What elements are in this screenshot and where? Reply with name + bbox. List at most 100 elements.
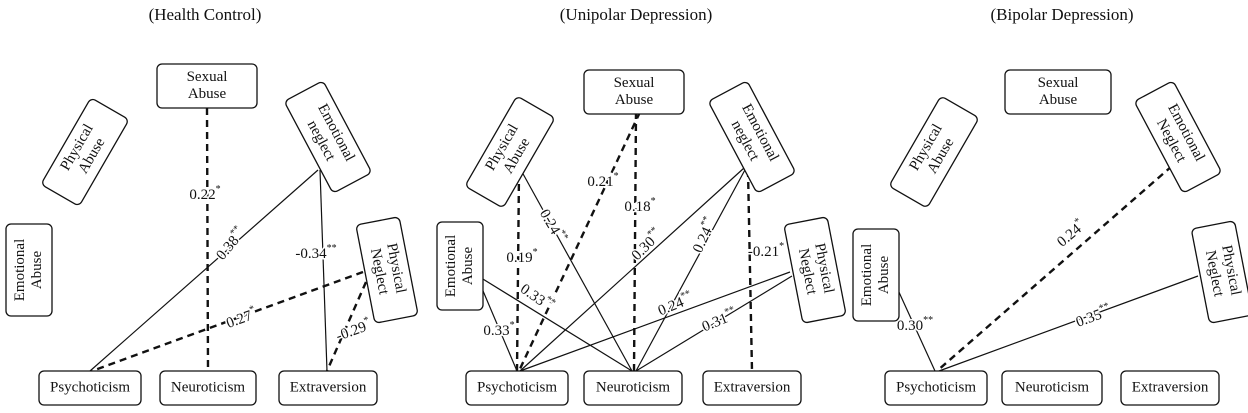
- significance-marker: **: [1098, 301, 1111, 315]
- path-coefficient-label: 0.38**: [211, 224, 249, 264]
- path-physical-neglect-to-neuroticism: [635, 275, 793, 372]
- node-box: [156, 63, 258, 109]
- node-box: [1001, 370, 1103, 406]
- node-box: [1191, 220, 1248, 324]
- path-coefficient-label: -0.21*: [748, 241, 784, 260]
- node-psychoticism: Psychoticism: [465, 370, 569, 406]
- path-coefficient-label: 0.35**: [1073, 301, 1114, 331]
- node-label: Abuse: [460, 246, 476, 285]
- path-physical-abuse-to-psychoticism: [515, 171, 521, 372]
- node-box: [356, 216, 418, 324]
- node-neuroticism: Neuroticism: [159, 370, 257, 406]
- node-box: [583, 370, 683, 406]
- path-emotional-abuse-to-psychoticism: [897, 289, 936, 372]
- path-physical-neglect-to-psychoticism: [519, 271, 791, 372]
- significance-marker: *: [248, 304, 256, 316]
- coefficient-value: -0.29: [334, 319, 369, 345]
- node-box: [1135, 81, 1221, 193]
- path-emotional-neglect-to-neuroticism: [635, 167, 747, 372]
- path-coefficient-label: 0.19*: [506, 247, 537, 266]
- path-emotional-neglect-to-psychoticism: [936, 165, 1173, 372]
- node-box: [465, 370, 569, 406]
- node-box: [583, 69, 685, 115]
- coefficient-value: 0.30: [629, 234, 659, 264]
- coefficient-value: -0.34: [295, 246, 327, 262]
- node-label: Abuse: [29, 250, 45, 289]
- node-box: [852, 228, 900, 322]
- path-coefficient-label: 0.24*: [1053, 216, 1089, 251]
- path-physical-neglect-to-psychoticism: [938, 275, 1199, 372]
- coefficient-value: 0.33: [483, 323, 509, 339]
- coefficient-value: 0.19: [506, 250, 532, 266]
- path-coefficient-label: 0.22*: [189, 184, 220, 203]
- node-label: Emotional: [443, 235, 459, 298]
- panel-title-bipolar-depression: (Bipolar Depression): [990, 5, 1133, 24]
- path-physical-neglect-to-extraversion: [325, 281, 368, 372]
- path-emotional-neglect-to-psychoticism: [89, 169, 319, 372]
- coefficient-value: 0.30: [897, 318, 923, 334]
- node-label: Abuse: [876, 255, 892, 294]
- node-box: [890, 97, 978, 207]
- node-label: Sexual: [614, 75, 655, 91]
- node-extraversion: Extraversion: [278, 370, 378, 406]
- path-sexual-abuse-to-neuroticism: [632, 111, 638, 372]
- node-neuroticism: Neuroticism: [1001, 370, 1103, 406]
- path-coefficient-label: 0.18*: [624, 196, 655, 215]
- node-box: [709, 81, 795, 193]
- path-coefficient-label: 0.21*: [587, 171, 618, 190]
- node-box: [42, 98, 128, 206]
- path-emotional-neglect-to-extraversion: [746, 169, 754, 372]
- path-coefficient-label: 0.33**: [517, 279, 558, 315]
- node-box: [784, 216, 846, 324]
- panel-title-unipolar-depression: (Unipolar Depression): [560, 5, 713, 24]
- coefficient-value: 0.38: [214, 233, 243, 263]
- node-label: Neuroticism: [596, 379, 670, 395]
- coefficient-value: -0.21: [748, 244, 779, 260]
- coefficient-value: 0.21: [587, 174, 613, 190]
- node-label: Extraversion: [290, 379, 367, 395]
- path-coefficient-label: 0.24**: [535, 205, 570, 246]
- path-coefficient-label: 0.31**: [699, 304, 740, 335]
- node-box: [278, 370, 378, 406]
- node-label: Sexual: [187, 69, 228, 85]
- significance-marker: *: [362, 315, 370, 327]
- coefficient-value: 0.33: [517, 282, 548, 310]
- node-box: [5, 223, 53, 317]
- node-neuroticism: Neuroticism: [583, 370, 683, 406]
- significance-marker: **: [923, 315, 933, 326]
- significance-marker: *: [510, 320, 515, 331]
- significance-marker: *: [651, 196, 656, 207]
- node-box: [159, 370, 257, 406]
- node-box: [1004, 69, 1112, 115]
- node-label: Neuroticism: [171, 379, 245, 395]
- node-box: [38, 370, 142, 406]
- node-box: [884, 370, 988, 406]
- path-sexual-abuse-to-psychoticism: [517, 111, 642, 372]
- significance-marker: **: [723, 304, 736, 318]
- path-emotional-neglect-to-psychoticism: [519, 167, 745, 372]
- node-label: Psychoticism: [50, 379, 130, 395]
- significance-marker: *: [533, 247, 538, 258]
- node-box: [1120, 370, 1220, 406]
- coefficient-value: 0.18: [624, 199, 650, 215]
- path-coefficient-label: -0.29*: [333, 315, 374, 345]
- path-coefficient-label: 0.27*: [223, 304, 259, 333]
- path-sexual-abuse-to-neuroticism: [205, 107, 210, 372]
- path-coefficient-label: 0.24**: [655, 288, 696, 319]
- path-coefficient-label: -0.34**: [295, 243, 336, 262]
- node-label: Abuse: [1039, 92, 1078, 108]
- node-box: [436, 221, 484, 311]
